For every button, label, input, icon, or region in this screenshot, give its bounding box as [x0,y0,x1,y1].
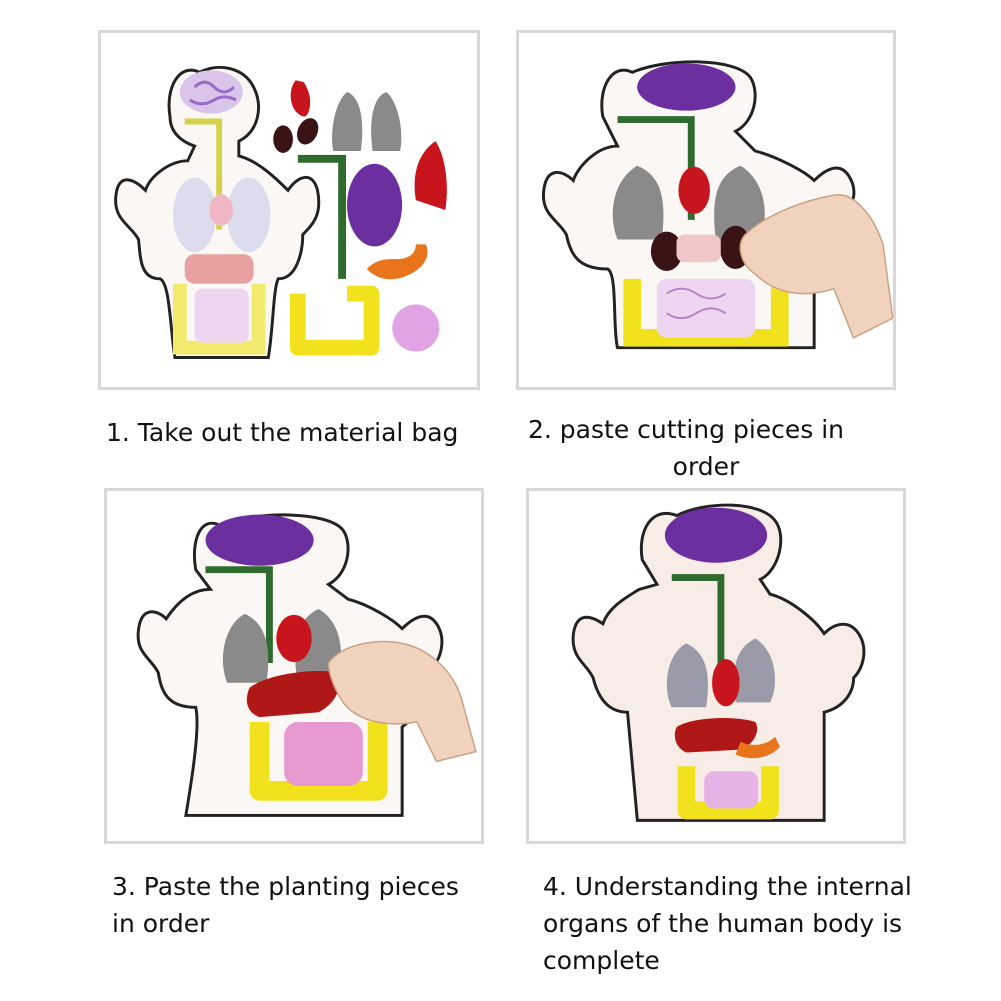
large-intestine-piece [289,285,380,356]
lung-print-left [172,177,217,253]
large-intestine-piece [677,766,779,820]
caption-line: 4. Understanding the internal [543,872,912,901]
brain-print [179,70,243,114]
heart-print [209,194,233,226]
lung-piece-left [332,92,363,151]
esophagus-piece [205,566,273,664]
small-intestine-piece [392,304,440,352]
step-1-caption: 1. Take out the material bag [106,414,458,451]
step-3-caption: 3. Paste the planting pieces in order [112,868,459,942]
esophagus-print [184,118,223,230]
lung-piece-right [733,638,775,703]
liver-piece [674,717,758,753]
body-template-with-pieces [114,65,447,359]
caption-line: order [672,452,740,481]
step-2-caption: 2. paste cutting pieces in order [528,411,844,485]
step-4-image [526,488,906,844]
small-intestine-piece [284,722,363,786]
esophagus-piece [671,574,725,688]
liver-piece [246,671,341,718]
pasting-pieces-scene [136,513,477,817]
caption-line: complete [543,946,660,975]
heart-piece [712,659,740,707]
brain-piece [664,507,768,563]
lung-print-right [227,177,271,253]
liver-print [676,234,721,263]
brain-piece [347,163,403,247]
pasting-pieces-scene [542,60,893,350]
liver-piece [414,141,447,210]
kidney-piece-left [650,231,683,271]
step-3-image [104,488,484,844]
stomach-piece [735,736,780,759]
hand [327,640,477,763]
body-outline [136,513,444,817]
heart-piece [290,80,311,117]
stomach-piece [366,244,428,280]
brain-piece [205,514,314,566]
kidney-piece-left [273,125,293,153]
hand [739,194,893,339]
caption-line: 2. paste cutting pieces in [528,415,845,444]
caption-line: in order [112,909,210,938]
large-intestine-print [172,283,266,355]
lung-piece-right [714,165,765,240]
lung-piece-left [612,165,664,240]
completed-body-model [571,503,866,822]
liver-print [184,254,254,284]
heart-piece [678,166,710,214]
brain-piece [637,63,736,111]
small-intestine-piece [704,771,759,809]
lung-piece-left [666,643,708,708]
caption-line: 1. Take out the material bag [106,418,459,447]
caption-line: 3. Paste the planting pieces [112,872,459,901]
small-intestine-print [194,288,249,343]
esophagus-piece [297,154,347,279]
lung-piece-left [222,613,269,683]
step-1-image [98,30,480,390]
heart-piece [276,614,312,663]
step-2-image [516,30,896,390]
kidney-piece-right [297,118,319,145]
large-intestine-piece [249,722,388,801]
caption-line: organs of the human body is [543,909,903,938]
step-4-caption: 4. Understanding the internal organs of … [543,868,912,979]
lung-piece-right [371,92,402,151]
